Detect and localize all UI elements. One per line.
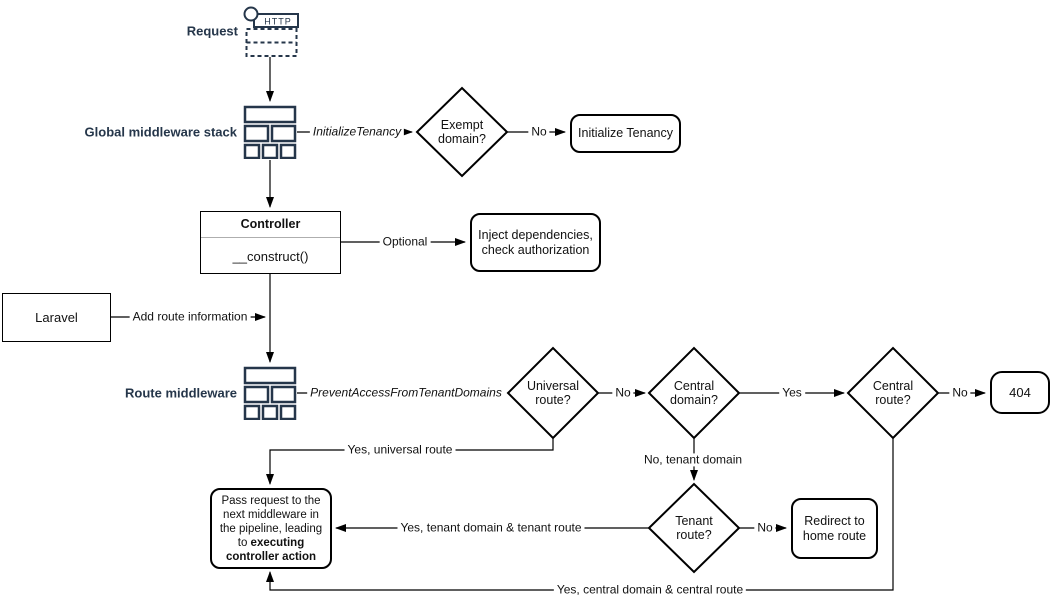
exempt-domain-diamond (415, 86, 509, 178)
edge-label-central-route-yes: Yes, central domain & central route (553, 583, 747, 597)
middleware-stack-icon (243, 366, 297, 420)
not-found-node: 404 (990, 371, 1050, 414)
edge-label-universal-yes: Yes, universal route (344, 443, 456, 457)
edge-label-central-domain-no: No, tenant domain (640, 453, 746, 467)
pass-request-text: Pass request to the next middleware in t… (219, 494, 323, 563)
central-route-diamond (846, 346, 940, 440)
edge-label-exempt-no: No (528, 125, 550, 139)
initialize-tenancy-node: Initialize Tenancy (570, 114, 681, 153)
controller-title: Controller (201, 212, 340, 238)
global-middleware-label: Global middleware stack (84, 124, 237, 140)
tenant-route-diamond (647, 482, 741, 574)
http-request-icon: HTTP (243, 6, 299, 57)
middleware-stack-icon (243, 105, 297, 159)
laravel-node: Laravel (2, 293, 111, 342)
edge-label-tenant-yes: Yes, tenant domain & tenant route (397, 521, 585, 535)
controller-method: __construct() (232, 248, 309, 264)
http-icon-label: HTTP (264, 17, 292, 27)
central-route-label: Central route? (872, 379, 914, 407)
exempt-domain-label: Exempt domain? (438, 118, 486, 146)
edge-label-prevent-access: PreventAccessFromTenantDomains (307, 386, 505, 400)
inject-dependencies-node: Inject dependencies, check authorization (470, 213, 601, 272)
edge-label-central-route-no: No (949, 386, 971, 400)
universal-route-diamond (506, 346, 600, 440)
redirect-home-node: Redirect to home route (791, 498, 878, 559)
edge-label-universal-no: No (612, 386, 634, 400)
edge-label-add-route-information: Add route information (129, 310, 251, 324)
edge-label-tenant-no: No (754, 521, 776, 535)
central-domain-label: Central domain? (670, 379, 718, 407)
route-middleware-label: Route middleware (125, 385, 237, 401)
tenant-route-label: Tenant route? (675, 514, 713, 542)
pass-request-node: Pass request to the next middleware in t… (210, 488, 332, 569)
edge-label-initialize-tenancy: InitializeTenancy (309, 125, 405, 139)
edge-label-central-domain-yes: Yes (779, 386, 805, 400)
request-label: Request (186, 23, 238, 39)
edge-label-optional: Optional (379, 235, 431, 249)
controller-node: Controller __construct() (200, 211, 341, 274)
universal-route-label: Universal route? (526, 379, 580, 407)
central-domain-diamond (647, 346, 741, 440)
